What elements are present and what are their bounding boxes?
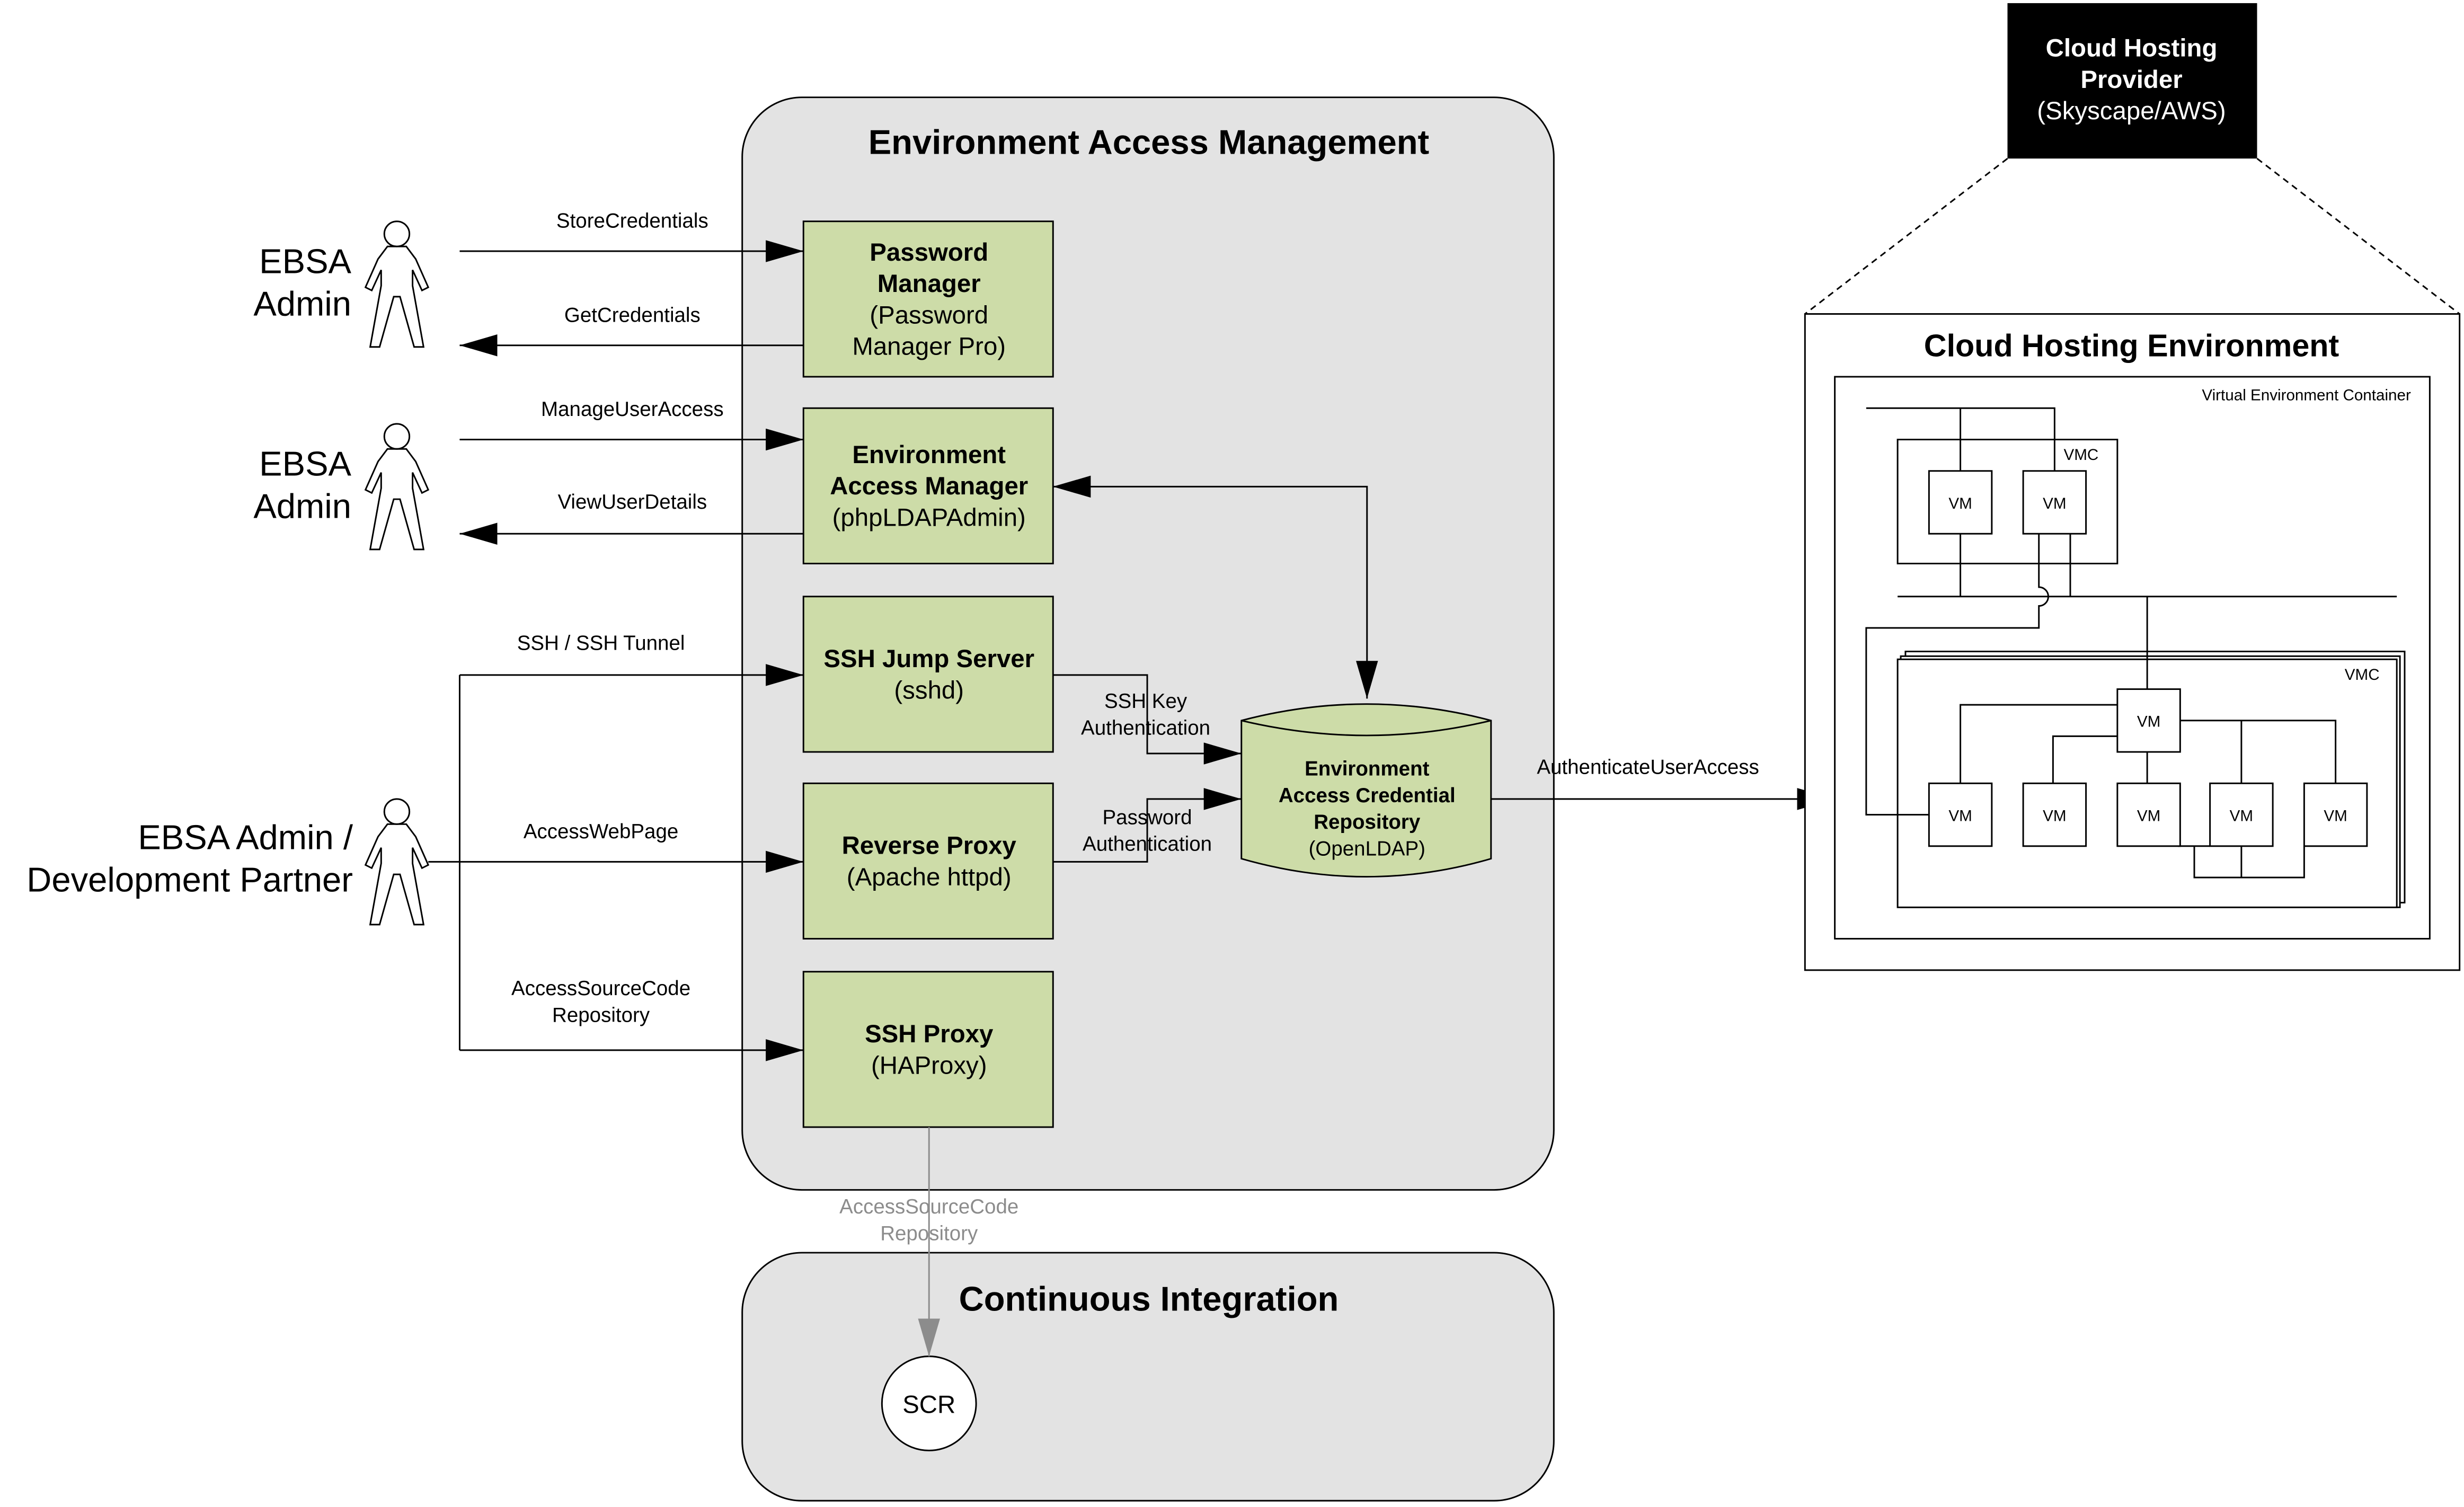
actor-admin-1-line-2: Admin [253,284,351,323]
vm-label-3: VM [2137,713,2160,731]
label-access-source-code-2: Repository [552,1004,650,1027]
access-manager-box: Environment Access Manager (phpLDAPAdmin… [802,407,1054,565]
access-manager-name-1: Environment [852,441,1006,469]
cloud-provider-detail: (Skyscape/AWS) [2037,97,2226,125]
access-manager-detail: (phpLDAPAdmin) [832,503,1026,531]
vmc-1-label: VMC [2063,446,2098,464]
vm-box-6: VM [2116,782,2181,847]
repository-detail: (OpenLDAP) [1309,838,1425,861]
vm-label-4: VM [1948,807,1972,825]
label-authenticate-user-access: AuthenticateUserAccess [1537,756,1759,779]
reverse-proxy-box: Reverse Proxy (Apache httpd) [802,782,1054,940]
label-ssh-tunnel: SSH / SSH Tunnel [517,632,685,654]
reverse-proxy-detail: (Apache httpd) [847,863,1012,891]
svg-text:Password: Password [870,238,988,267]
label-access-web-page: AccessWebPage [524,820,678,843]
vm-label-1: VM [1948,495,1972,512]
cloud-provider-name-2: Provider [2080,66,2182,94]
label-store-credentials: StoreCredentials [556,210,708,233]
vm-box-1: VM [1928,470,1993,535]
label-ci-source-code-2: Repository [880,1222,978,1245]
label-password-auth-1: Password [1103,806,1192,829]
ssh-proxy-name: SSH Proxy [865,1020,994,1048]
actor-partner-line-2: Development Partner [26,861,353,899]
vm-label-6: VM [2137,807,2160,825]
password-manager-detail-1: (Password [870,301,988,329]
actor-admin-1: EBSA Admin [253,220,430,348]
cloud-provider-box [2007,3,2257,159]
password-auth-connector [1053,788,1242,863]
actor-admin-2-line-1: EBSA [259,445,351,483]
vm-label-7: VM [2230,807,2253,825]
actor-admin-2: EBSA Admin [253,423,430,551]
jump-server-box: SSH Jump Server (sshd) [802,596,1054,753]
password-manager-name-1: Password [870,238,988,267]
actor-partner-line-1: EBSA Admin / [138,818,353,857]
reverse-proxy-name: Reverse Proxy [842,832,1017,860]
ssh-proxy-box: SSH Proxy (HAProxy) [802,971,1054,1128]
vm-label-2: VM [2043,495,2066,512]
jump-server-name: SSH Jump Server [823,645,1034,673]
provider-zoom-line-right [2256,158,2460,315]
access-manager-repository-connector [1053,475,1378,699]
vm-box-8: VM [2303,782,2368,847]
actor-admin-2-line-2: Admin [253,487,351,526]
label-view-user-details: ViewUserDetails [557,491,707,513]
repository-name-1: Environment [1305,757,1429,780]
repository-name-3: Repository [1314,811,1421,834]
provider-zoom-line-left [1804,158,2008,315]
vm-box-4: VM [1928,782,1993,847]
actor-admin-1-line-1: EBSA [259,242,351,280]
ci-title: Continuous Integration [959,1280,1339,1318]
cloud-provider-name-1: Cloud Hosting [2046,34,2218,63]
actor-partner: EBSA Admin / Development Partner [26,798,430,926]
ssh-proxy-detail: (HAProxy) [871,1051,987,1079]
vm-box-3: VM [2116,688,2181,753]
vmc-2-label: VMC [2345,666,2380,684]
access-manager-name-2: Access Manager [830,472,1028,500]
container-label: Virtual Environment Container [2202,386,2411,404]
label-password-auth-2: Authentication [1083,833,1212,856]
scr-label: SCR [902,1390,955,1419]
password-manager-box: Password Manager (Password Manager Pro) [802,220,1054,378]
vm-box-2: VM [2022,470,2087,535]
svg-text:Manager: Manager [878,270,981,298]
vm-label-8: VM [2324,807,2347,825]
label-ssh-key-auth-2: Authentication [1081,716,1210,739]
label-access-source-code-1: AccessSourceCode [511,977,690,1000]
label-manage-user-access: ManageUserAccess [541,398,724,421]
vm-label-5: VM [2043,807,2066,825]
eam-title: Environment Access Management [868,122,1430,161]
scr-node [881,1355,977,1451]
vm-box-5: VM [2022,782,2087,847]
repository-name-2: Access Credential [1279,784,1456,807]
password-manager-name-2: Manager [878,270,981,298]
label-ssh-key-auth-1: SSH Key [1104,690,1187,713]
password-manager-detail-2: Manager Pro) [852,333,1006,361]
vm-box-7: VM [2209,782,2274,847]
label-ci-source-code-1: AccessSourceCode [839,1195,1018,1218]
vm-boxes: VM VM VM VM VM VM VM VM [1928,470,2368,847]
credential-repository: Environment Access Credential Repository… [1240,703,1492,878]
jump-server-detail: (sshd) [894,676,964,704]
cloud-environment-title: Cloud Hosting Environment [1924,327,2339,363]
label-get-credentials: GetCredentials [564,304,701,326]
network-lines [1865,407,2397,879]
